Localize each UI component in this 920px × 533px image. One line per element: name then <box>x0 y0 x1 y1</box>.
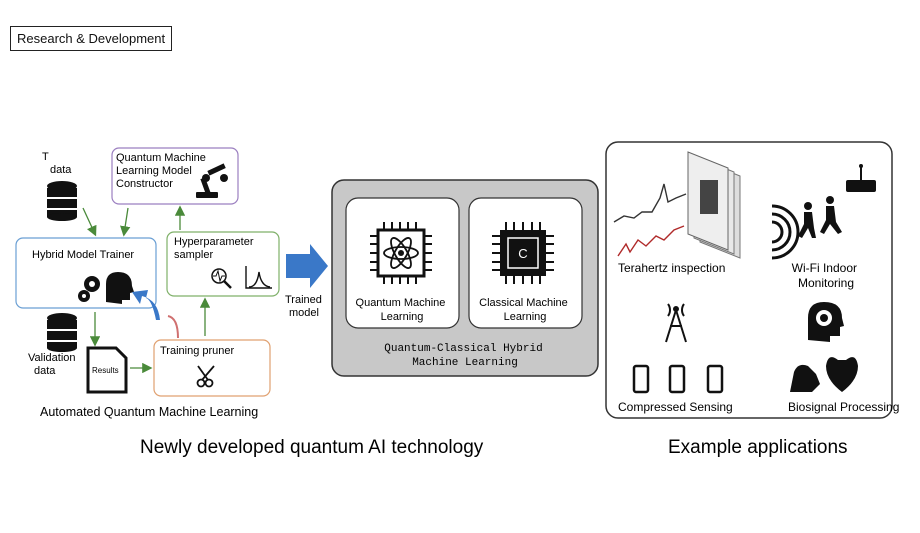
automl-label: Automated Quantum Machine Learning <box>40 405 258 419</box>
magnifier-wave-icon <box>211 268 232 289</box>
terahertz-label: Terahertz inspection <box>618 261 725 275</box>
wifi-waves-icon <box>771 204 800 260</box>
qml-label: Quantum Machine Learning <box>356 297 449 323</box>
quantum-chip-icon <box>370 222 432 284</box>
antenna-tower-icon <box>665 303 687 343</box>
research-development-tag: Research & Development <box>10 26 173 51</box>
caption-right: Example applications <box>668 437 848 458</box>
validation-data-database-icon <box>47 313 77 352</box>
qml-card <box>345 197 460 329</box>
feedback-arrow-red <box>167 315 179 339</box>
people-icon <box>798 196 842 238</box>
scissors-icon <box>196 365 215 388</box>
validation-data-label: Validation data <box>28 352 79 377</box>
signal-curve-red <box>617 225 685 257</box>
phones-icon <box>632 364 724 394</box>
cml-label: Classical Machine Learning <box>479 297 571 323</box>
trained-model-label: Trained model <box>285 294 325 319</box>
wifi-label: Wi-Fi Indoor Monitoring <box>792 261 861 290</box>
caption-left: Newly developed quantum AI technology <box>140 437 484 458</box>
signal-curve-black <box>613 183 687 223</box>
classical-chip-icon <box>492 222 554 284</box>
training-data-database-icon <box>47 181 77 221</box>
feedback-arrow-blue <box>132 290 160 320</box>
hybrid-label: Quantum-Classical Hybrid Machine Learnin… <box>384 342 546 369</box>
gears-head-icon <box>78 272 134 304</box>
results-document-icon <box>86 346 128 394</box>
biosignal-label: Biosignal Processing <box>788 400 899 414</box>
distribution-curve-icon <box>245 266 272 289</box>
trained-model-arrow <box>286 244 328 288</box>
flow-arrows <box>82 205 211 374</box>
brain-head-icon <box>808 302 844 342</box>
hybrid-trainer-label: Hybrid Model Trainer <box>32 249 134 261</box>
terahertz-panels-icon <box>687 151 741 259</box>
compressed-sensing-label: Compressed Sensing <box>618 400 733 414</box>
training-pruner-label: Training pruner <box>160 345 235 357</box>
router-icon <box>846 164 876 192</box>
training-data-label: Tdata <box>42 151 72 176</box>
robot-arm-icon <box>196 163 228 198</box>
results-label: Results <box>92 366 119 375</box>
applications-panel <box>605 141 893 419</box>
muscle-heart-icon <box>790 357 858 392</box>
chip-letter: C <box>518 246 527 261</box>
hyperparameter-sampler-label: Hyperparameter sampler <box>174 236 257 261</box>
qml-constructor-label: Quantum Machine Learning Model Construct… <box>116 152 209 190</box>
hyperparameter-sampler-box <box>166 231 280 297</box>
